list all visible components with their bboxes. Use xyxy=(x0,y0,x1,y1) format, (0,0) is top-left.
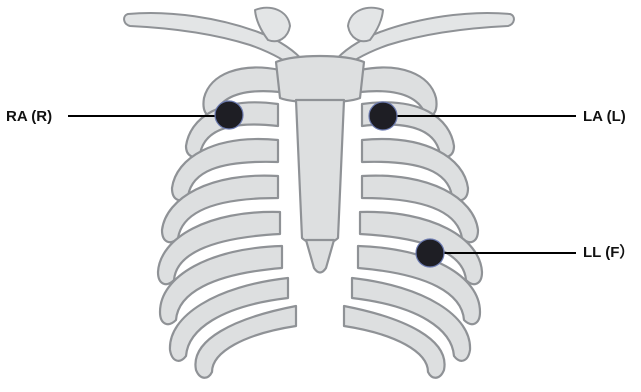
ra-label: RA (R) xyxy=(6,108,52,126)
la-electrode xyxy=(369,102,397,130)
ll-label: LL (F） xyxy=(583,244,634,262)
ra-electrode xyxy=(215,101,243,129)
ll-electrode xyxy=(416,239,444,267)
la-label: LA (L) xyxy=(583,108,626,126)
